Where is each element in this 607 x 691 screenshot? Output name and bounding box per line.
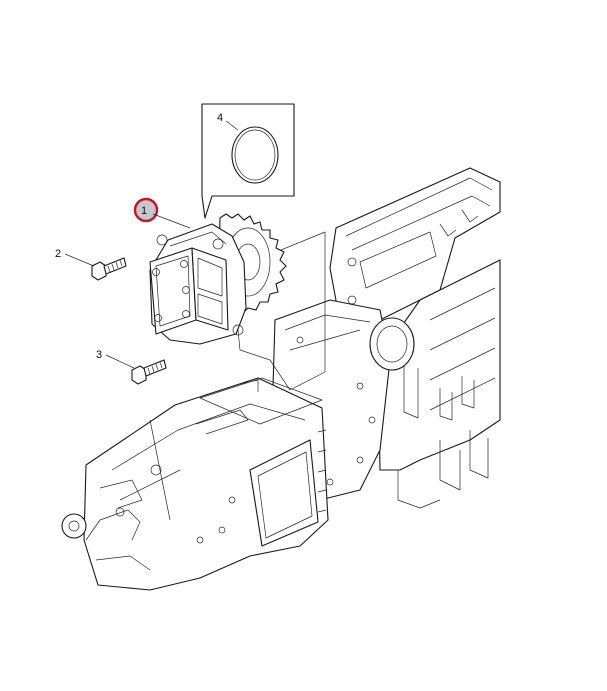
callout-label-2: 2 [55, 248, 61, 260]
callout-label-1: 1 [141, 205, 147, 217]
bolt-part-3 [131, 359, 167, 385]
detail-inset: 4 [201, 103, 295, 219]
callout-1: 1 [133, 197, 191, 229]
callout-2: 2 [55, 248, 95, 267]
callout-3: 3 [96, 349, 135, 369]
leader-line-3 [105, 354, 135, 369]
highlight-ring [133, 197, 159, 223]
callout-label-3: 3 [96, 349, 102, 361]
mounting-plate [231, 231, 326, 391]
gearbox-housing [61, 377, 329, 591]
pump-assembly-part-1 [149, 213, 287, 345]
leader-line-2 [64, 253, 95, 267]
bolt-part-2 [91, 257, 127, 281]
callout-label-4: 4 [217, 112, 223, 124]
leader-line-1 [152, 213, 191, 229]
engine-block [329, 167, 501, 509]
detail-callout-frame [201, 103, 295, 219]
o-ring-part-4 [231, 126, 279, 184]
leader-line-4 [225, 120, 239, 131]
